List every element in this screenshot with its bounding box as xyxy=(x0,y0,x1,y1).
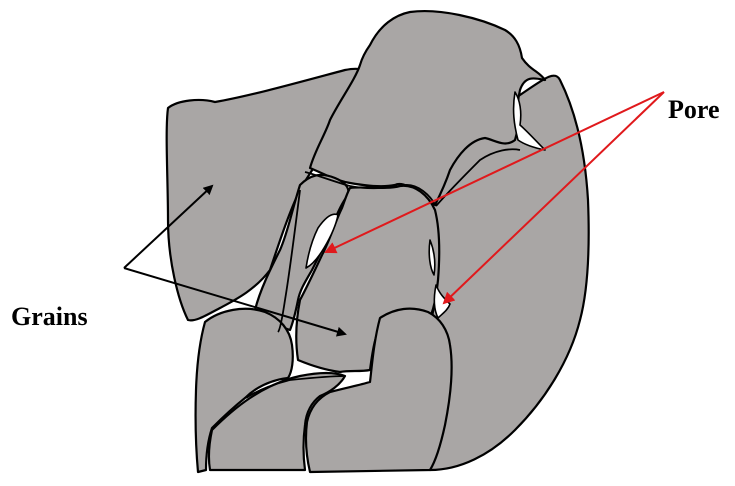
grains-label: Grains xyxy=(11,302,88,331)
pore-label: Pore xyxy=(668,95,720,124)
